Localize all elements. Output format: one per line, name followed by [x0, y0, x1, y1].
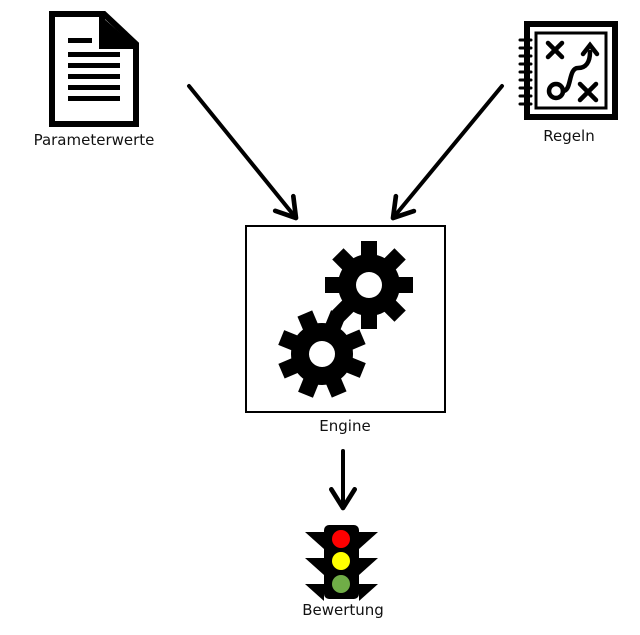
- rules-label: Regeln: [543, 127, 594, 145]
- strategy-notebook-icon: [518, 21, 618, 120]
- red-light: [332, 530, 350, 548]
- parameters-label: Parameterwerte: [34, 131, 155, 149]
- arrow-parameters-to-engine: [187, 84, 299, 221]
- engine-label: Engine: [319, 417, 370, 435]
- yellow-light: [332, 552, 350, 570]
- rating-label: Bewertung: [302, 601, 384, 619]
- green-light: [332, 575, 350, 593]
- document-icon: [49, 11, 139, 127]
- traffic-light-icon: [305, 525, 378, 601]
- arrow-rules-to-engine: [390, 84, 504, 221]
